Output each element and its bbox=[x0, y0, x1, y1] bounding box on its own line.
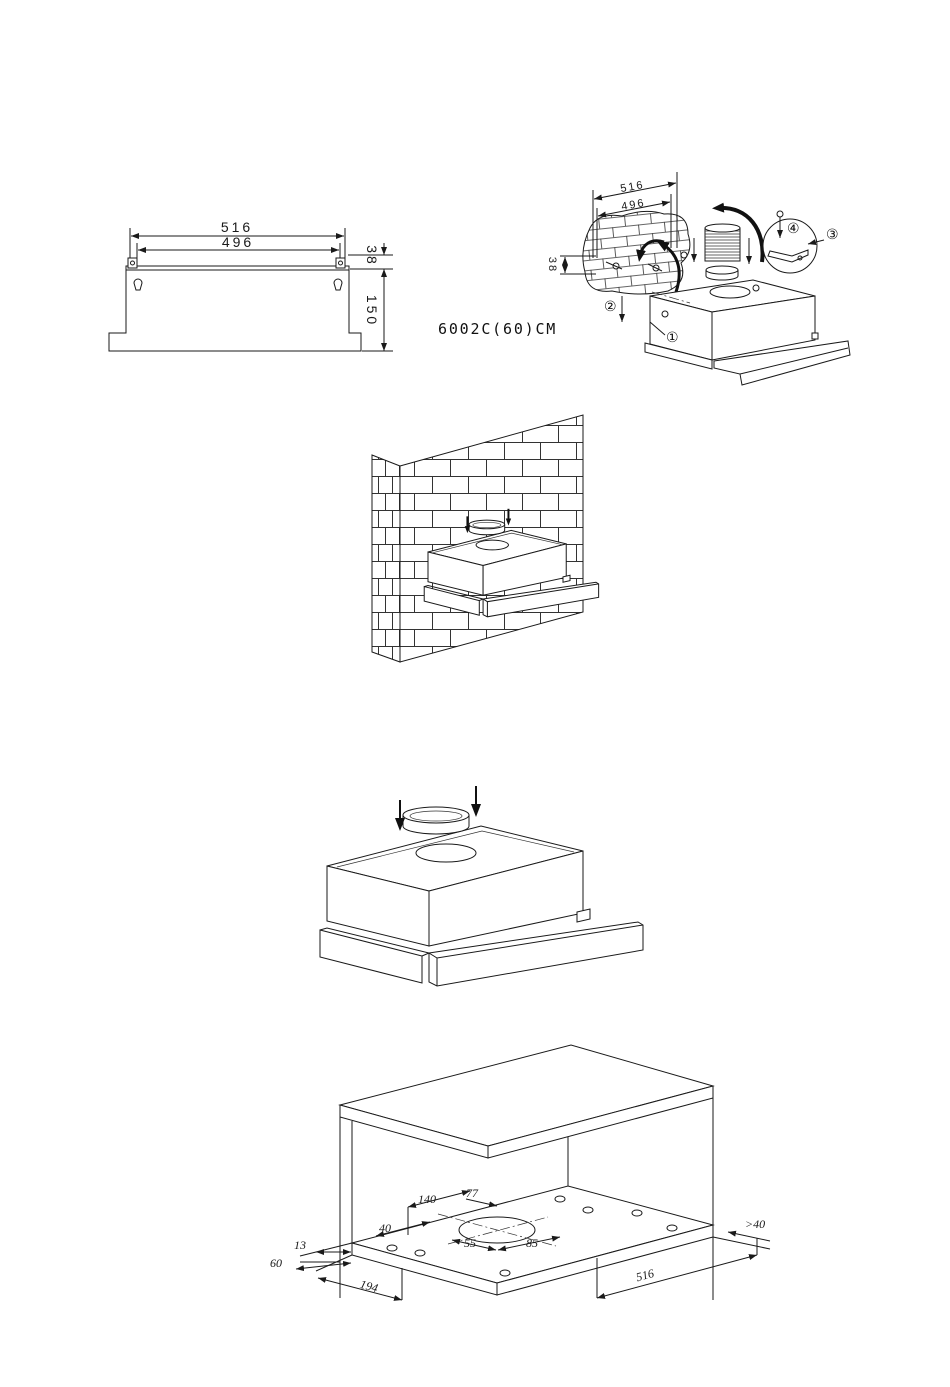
cabinet-dim-194: 194 bbox=[359, 1277, 380, 1295]
cabinet-dim-85: 85 bbox=[526, 1236, 538, 1250]
bracket-outline bbox=[109, 266, 361, 351]
assembly-width-outer: 516 bbox=[619, 179, 645, 195]
keyhole-left bbox=[134, 279, 142, 290]
cabinet-dim-516: 516 bbox=[634, 1266, 655, 1284]
cabinet-dim-13: 13 bbox=[294, 1238, 306, 1252]
cabinet-dim-gt40: >40 bbox=[745, 1217, 765, 1231]
assembly-drawing: 516 496 38 bbox=[546, 172, 850, 385]
step-4-label: ④ bbox=[787, 221, 800, 237]
bracket-tab-right bbox=[336, 258, 345, 268]
step-1-label: ① bbox=[666, 330, 679, 346]
cabinet-dim-77: 77 bbox=[466, 1186, 479, 1200]
bracket-tab-left bbox=[128, 258, 137, 268]
hood-with-duct-ring bbox=[320, 786, 643, 986]
cabinet-dim-140: 140 bbox=[418, 1192, 436, 1206]
duct-connector-ring bbox=[706, 266, 738, 280]
cabinet-dim-40-left: 40 bbox=[379, 1221, 391, 1235]
cabinet-cutout-drawing: 140 77 40 13 60 55 85 >40 194 516 bbox=[270, 1045, 770, 1300]
cabinet-dim-60: 60 bbox=[270, 1256, 282, 1270]
step-3-label: ③ bbox=[826, 227, 839, 243]
cabinet-dim-55: 55 bbox=[464, 1236, 476, 1250]
assembly-width-inner: 496 bbox=[620, 197, 646, 213]
bracket-height-top: 38 bbox=[364, 245, 380, 267]
wall-installation-drawing bbox=[372, 415, 599, 662]
bracket-width-inner: 496 bbox=[222, 234, 254, 250]
keyhole-right bbox=[334, 279, 342, 290]
bracket-height-total: 150 bbox=[364, 295, 380, 327]
model-label: 6002C(60)CM bbox=[438, 320, 557, 338]
bracket-width-outer: 516 bbox=[221, 219, 253, 235]
flexible-duct bbox=[705, 224, 740, 261]
wall-side-face bbox=[372, 455, 400, 662]
step-2-label: ② bbox=[604, 299, 617, 315]
bracket-drawing: 516 496 38 150 bbox=[109, 219, 393, 351]
assembly-height: 38 bbox=[546, 257, 558, 273]
